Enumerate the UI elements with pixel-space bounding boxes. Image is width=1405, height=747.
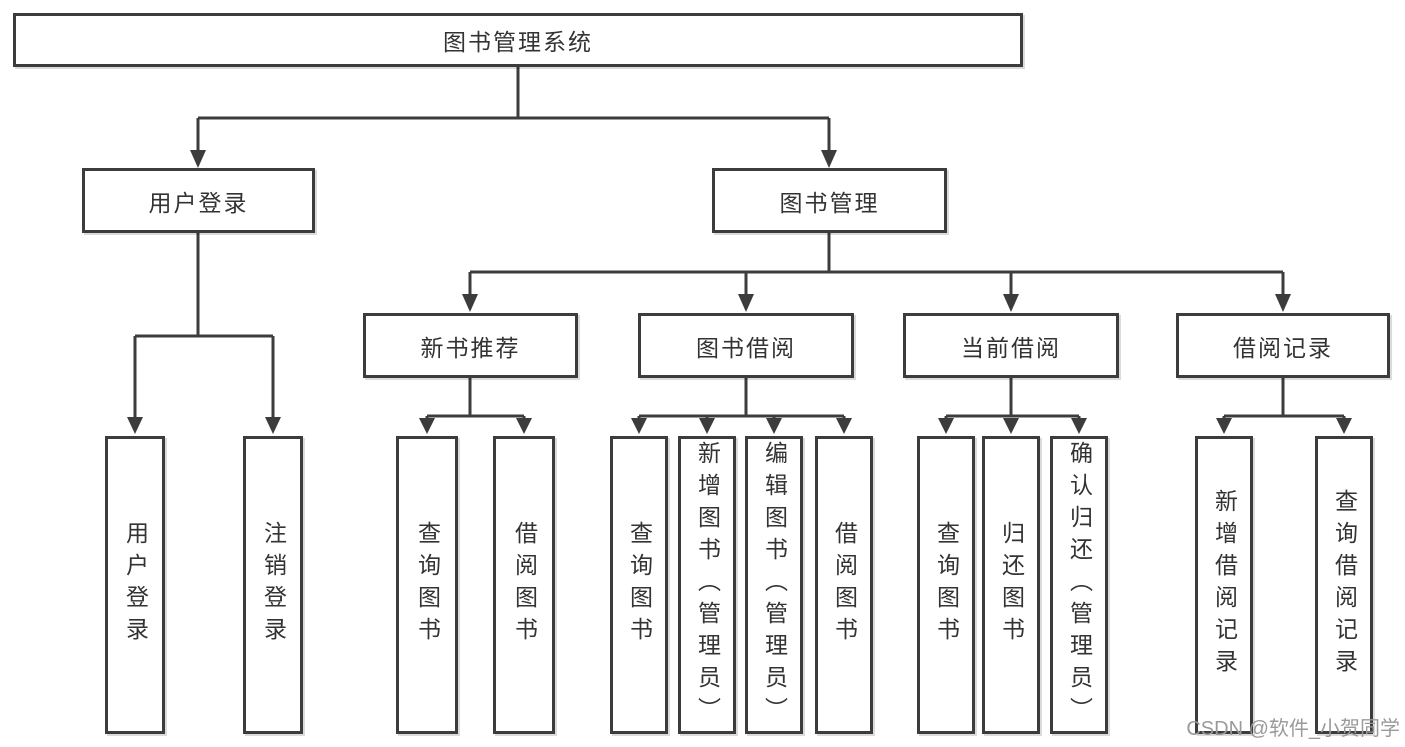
leaf-label: 新增图书（管理员） (694, 441, 721, 729)
node-current-borrow-label: 当前借阅 (961, 334, 1061, 361)
node-leaf-query-borrow-record: 查询借阅记录 (1315, 436, 1373, 734)
branch-book-management (462, 233, 1291, 312)
branch-new-book-recommend (419, 378, 532, 434)
branch-user-login (127, 233, 281, 434)
node-book-management: 图书管理 (712, 168, 947, 233)
leaf-label: 借阅图书 (831, 521, 858, 649)
node-book-management-label: 图书管理 (779, 189, 880, 216)
node-new-book-recommend-label: 新书推荐 (420, 334, 521, 361)
node-user-login-label: 用户登录 (148, 189, 249, 216)
leaf-label: 确认归还（管理员） (1066, 441, 1093, 729)
node-leaf-add-borrow-record: 新增借阅记录 (1195, 436, 1253, 734)
node-root-library-system: 图书管理系统 (13, 13, 1023, 67)
node-root-label: 图书管理系统 (443, 29, 593, 55)
node-leaf-logout: 注销登录 (243, 436, 303, 734)
branch-current-borrow (938, 378, 1087, 434)
leaf-label: 借阅图书 (511, 521, 538, 649)
node-leaf-borrow-book-recommend: 借阅图书 (493, 436, 555, 734)
node-leaf-query-book-recommend: 查询图书 (396, 436, 458, 734)
node-user-login: 用户登录 (82, 168, 315, 233)
branch-borrow-records (1216, 378, 1352, 434)
leaf-label: 注销登录 (260, 521, 287, 649)
csdn-watermark: CSDN @软件_小贺同学 (1186, 718, 1400, 740)
leaf-label: 查询借阅记录 (1331, 489, 1358, 681)
node-current-borrow: 当前借阅 (903, 313, 1119, 378)
branch-book-borrow (631, 378, 852, 434)
leaf-label: 编辑图书（管理员） (761, 441, 788, 729)
branch-root (190, 67, 837, 168)
leaf-label: 查询图书 (414, 521, 441, 649)
leaf-label: 查询图书 (626, 521, 653, 649)
node-leaf-borrow-book-borrow: 借阅图书 (815, 436, 873, 734)
node-leaf-confirm-return-admin: 确认归还（管理员） (1050, 436, 1108, 734)
leaf-label: 查询图书 (933, 521, 960, 649)
leaf-label: 归还图书 (998, 521, 1025, 649)
node-leaf-return-book: 归还图书 (982, 436, 1040, 734)
node-borrow-records-label: 借阅记录 (1233, 334, 1333, 361)
node-new-book-recommend: 新书推荐 (363, 313, 578, 378)
leaf-label: 用户登录 (122, 521, 149, 649)
node-book-borrow-label: 图书借阅 (696, 334, 796, 361)
node-leaf-query-book-current: 查询图书 (917, 436, 975, 734)
node-leaf-query-book-borrow: 查询图书 (610, 436, 668, 734)
node-borrow-records: 借阅记录 (1176, 313, 1390, 378)
node-book-borrow: 图书借阅 (638, 313, 854, 378)
node-leaf-user-login: 用户登录 (105, 436, 165, 734)
node-leaf-add-book-admin: 新增图书（管理员） (678, 436, 736, 734)
leaf-label: 新增借阅记录 (1211, 489, 1238, 681)
node-leaf-edit-book-admin: 编辑图书（管理员） (745, 436, 803, 734)
